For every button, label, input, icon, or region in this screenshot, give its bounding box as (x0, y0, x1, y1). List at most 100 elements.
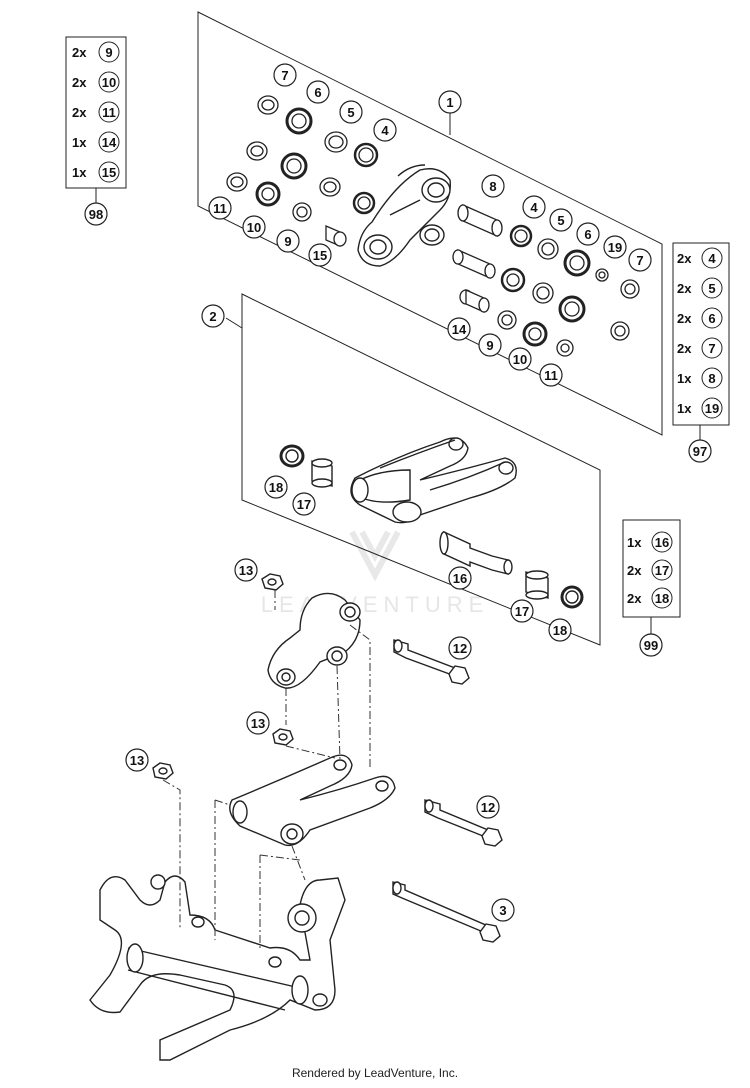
callout-4-b: 4 (522, 195, 546, 219)
kit-99-number: 99 (639, 633, 663, 657)
svg-text:1x: 1x (627, 535, 642, 550)
svg-text:11: 11 (102, 105, 116, 120)
watermark-text: LEADVENTURE (261, 592, 490, 617)
bolt-12-top (393, 639, 470, 685)
ring-9-right (497, 310, 517, 330)
svg-text:10: 10 (102, 75, 116, 90)
kit-98-number: 98 (84, 202, 108, 226)
ring-19 (595, 268, 609, 282)
svg-text:9: 9 (105, 45, 112, 60)
svg-text:1: 1 (446, 95, 453, 110)
svg-text:19: 19 (705, 401, 719, 416)
callout-18-a: 18 (264, 475, 288, 499)
callout-12-a: 12 (448, 636, 472, 660)
svg-text:12: 12 (453, 641, 467, 656)
callout-6-b: 6 (576, 222, 600, 246)
callout-16: 16 (448, 566, 472, 590)
svg-text:18: 18 (269, 480, 283, 495)
callout-15: 15 (308, 243, 332, 267)
sleeve-14-upper (452, 249, 496, 279)
callout-1: 1 (438, 90, 462, 114)
pin-16 (439, 530, 513, 575)
svg-text:4: 4 (530, 200, 538, 215)
svg-text:10: 10 (247, 220, 261, 235)
seal-ring-left-mid (246, 141, 268, 161)
group-1-parts-right (452, 204, 640, 357)
callout-13-c: 13 (125, 748, 149, 772)
callout-10-b: 10 (508, 347, 532, 371)
callout-9-a: 9 (276, 229, 300, 253)
installed-deflection-lever (267, 592, 361, 689)
assembly-dash-lines (162, 590, 371, 950)
svg-text:10: 10 (513, 352, 527, 367)
svg-text:18: 18 (553, 623, 567, 638)
seal-7-right (620, 279, 640, 299)
svg-text:13: 13 (251, 716, 265, 731)
ring-9-left (292, 202, 312, 222)
connecting-rod-2 (350, 437, 517, 524)
svg-text:15: 15 (102, 165, 116, 180)
kit-98-row-5: 1x 15 (72, 161, 120, 183)
svg-text:16: 16 (655, 535, 669, 550)
svg-text:98: 98 (89, 207, 103, 222)
svg-text:6: 6 (584, 227, 591, 242)
bearing-6-right (563, 249, 591, 277)
group-1-panel (197, 11, 663, 436)
kit-97-row-1: 2x 4 (677, 247, 723, 269)
svg-text:2: 2 (209, 309, 216, 324)
bushing-4-left (353, 142, 379, 168)
svg-text:4: 4 (381, 123, 389, 138)
svg-text:1x: 1x (72, 165, 87, 180)
svg-text:9: 9 (486, 338, 493, 353)
bushing-right-mid (500, 267, 526, 293)
svg-text:13: 13 (130, 753, 144, 768)
deflection-lever-1 (357, 164, 451, 267)
svg-text:19: 19 (608, 240, 622, 255)
callout-13-a: 13 (234, 558, 258, 582)
svg-text:99: 99 (644, 638, 658, 653)
svg-text:7: 7 (636, 253, 643, 268)
svg-text:9: 9 (284, 234, 291, 249)
svg-text:4: 4 (708, 251, 716, 266)
svg-text:2x: 2x (627, 591, 642, 606)
svg-text:2x: 2x (627, 563, 642, 578)
sleeve-8 (457, 204, 503, 237)
bearing-6-left (285, 107, 313, 135)
callout-2: 2 (201, 304, 225, 328)
svg-text:1x: 1x (677, 401, 692, 416)
svg-text:6: 6 (314, 85, 321, 100)
callout-5-b: 5 (549, 208, 573, 232)
svg-text:2x: 2x (677, 341, 692, 356)
svg-text:17: 17 (297, 497, 311, 512)
svg-text:6: 6 (708, 311, 715, 326)
svg-text:14: 14 (102, 135, 117, 150)
callout-17-b: 17 (510, 599, 534, 623)
callout-19: 19 (603, 235, 627, 259)
watermark: LEADVENTURE (261, 530, 490, 617)
bushing-17-right (525, 570, 549, 600)
seal-11-right (556, 339, 574, 357)
callout-4-a: 4 (373, 118, 397, 142)
nut-13-top (261, 573, 284, 591)
svg-text:5: 5 (557, 213, 564, 228)
bushing-17-left (311, 458, 333, 488)
svg-text:11: 11 (213, 201, 227, 216)
svg-text:7: 7 (281, 68, 288, 83)
svg-text:5: 5 (708, 281, 715, 296)
svg-text:8: 8 (708, 371, 715, 386)
svg-text:17: 17 (515, 604, 529, 619)
callout-13-b: 13 (246, 711, 270, 735)
callout-18-b: 18 (548, 618, 572, 642)
kit-99-row-1: 1x 16 (627, 531, 673, 553)
nut-13-mid (272, 728, 294, 746)
callout-5-a: 5 (339, 100, 363, 124)
svg-text:2x: 2x (677, 251, 692, 266)
